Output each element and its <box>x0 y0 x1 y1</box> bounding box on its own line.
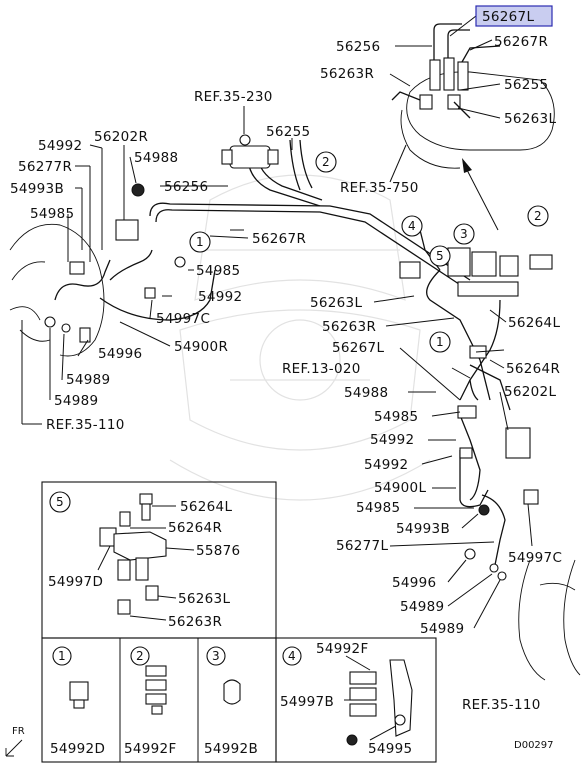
detail5-56264R[interactable]: 56264R <box>168 520 222 536</box>
label-54900R[interactable]: 54900R <box>174 339 228 355</box>
label-56256-mid[interactable]: 56256 <box>164 179 208 195</box>
label-54988-a[interactable]: 54988 <box>134 150 178 166</box>
label-56263R-mid[interactable]: 56263R <box>322 319 376 335</box>
label-54989-d[interactable]: 54989 <box>420 621 464 637</box>
front-indicator: FR <box>5 726 25 757</box>
detail2-callout[interactable]: 2 <box>136 649 144 663</box>
detail4-part-bottom[interactable]: 54995 <box>368 741 412 757</box>
proportioning-valve <box>221 134 279 169</box>
callout-5-main[interactable]: 5 <box>436 249 444 263</box>
callout-2-right[interactable]: 2 <box>534 209 542 223</box>
label-56255-top[interactable]: 56255 <box>504 77 548 93</box>
detail5-54997D[interactable]: 54997D <box>48 574 103 590</box>
label-54996-a[interactable]: 54996 <box>98 346 142 362</box>
label-54985-a[interactable]: 54985 <box>30 206 74 222</box>
detail5-56263L[interactable]: 56263L <box>178 591 230 607</box>
detail1-part[interactable]: 54992D <box>50 741 105 757</box>
label-54988-b[interactable]: 54988 <box>344 385 388 401</box>
label-56263L-top[interactable]: 56263L <box>504 111 556 127</box>
label-54989-b[interactable]: 54989 <box>54 393 98 409</box>
label-54993B-b[interactable]: 54993B <box>396 521 450 537</box>
label-54985-b[interactable]: 54985 <box>196 263 240 279</box>
label-54997C-a[interactable]: 54997C <box>156 311 210 327</box>
callout-3-main[interactable]: 3 <box>460 227 468 241</box>
label-54985-c[interactable]: 54985 <box>374 409 418 425</box>
detail5-55876[interactable]: 55876 <box>196 543 240 559</box>
label-ref-35-110-right[interactable]: REF.35-110 <box>462 697 541 713</box>
callouts-main: 2 1 4 3 5 2 1 <box>189 151 549 353</box>
fr-label: FR <box>12 726 25 737</box>
detail4-callout[interactable]: 4 <box>288 649 296 663</box>
label-56267R-top[interactable]: 56267R <box>494 34 548 50</box>
label-56202R[interactable]: 56202R <box>94 129 148 145</box>
label-54992-b[interactable]: 54992 <box>198 289 242 305</box>
detail3-part[interactable]: 54992B <box>204 741 258 757</box>
detail5-callout[interactable]: 5 <box>56 495 64 509</box>
detail-box-5: 5 56264L 56264R 55876 54997D 56263L 5626… <box>41 481 277 639</box>
label-56277R[interactable]: 56277R <box>18 159 72 175</box>
label-54996-b[interactable]: 54996 <box>392 575 436 591</box>
part-labels: 56267L 56256 56267R 56263R 56255 56263L … <box>10 5 562 751</box>
label-54989-c[interactable]: 54989 <box>400 599 444 615</box>
direction-arrow <box>462 158 499 231</box>
label-56277L[interactable]: 56277L <box>336 538 388 554</box>
label-54997C-b[interactable]: 54997C <box>508 550 562 566</box>
label-ref-35-110-left[interactable]: REF.35-110 <box>46 417 125 433</box>
leader-lines <box>21 15 533 629</box>
detail2-part[interactable]: 54992F <box>124 741 177 757</box>
label-56263R-top[interactable]: 56263R <box>320 66 374 82</box>
diagram-code: D00297 <box>514 740 554 751</box>
label-56255-mid[interactable]: 56255 <box>266 124 310 140</box>
label-56202L[interactable]: 56202L <box>504 384 556 400</box>
detail4-part-top[interactable]: 54992F <box>316 641 369 657</box>
watermark-emblem <box>169 174 431 501</box>
callout-2-main[interactable]: 2 <box>322 155 330 169</box>
detail4-part-left[interactable]: 54997B <box>280 694 334 710</box>
detail5-56264L[interactable]: 56264L <box>180 499 232 515</box>
detail-boxes-bottom: 1 54992D 2 54992F 3 54992B 4 54992F 5499… <box>41 637 437 763</box>
abs-modulator-top <box>391 23 555 169</box>
label-56264L-mid[interactable]: 56264L <box>508 315 560 331</box>
callout-1-right[interactable]: 1 <box>436 335 444 349</box>
label-54992-d[interactable]: 54992 <box>364 457 408 473</box>
detail1-callout[interactable]: 1 <box>58 649 66 663</box>
label-ref-35-750[interactable]: REF.35-750 <box>340 180 419 196</box>
abs-unit-center <box>399 247 553 581</box>
label-54992-a[interactable]: 54992 <box>38 138 82 154</box>
label-54985-d[interactable]: 54985 <box>356 500 400 516</box>
label-56267R-mid[interactable]: 56267R <box>252 231 306 247</box>
label-54993B-a[interactable]: 54993B <box>10 181 64 197</box>
label-ref-13-020[interactable]: REF.13-020 <box>282 361 361 377</box>
callout-4-main[interactable]: 4 <box>408 219 416 233</box>
highlight-box <box>475 5 553 27</box>
brake-lines <box>149 139 511 566</box>
label-56267L-mid[interactable]: 56267L <box>332 340 384 356</box>
label-56263L-mid[interactable]: 56263L <box>310 295 362 311</box>
label-54900L[interactable]: 54900L <box>374 480 426 496</box>
label-54992-c[interactable]: 54992 <box>370 432 414 448</box>
label-54989-a[interactable]: 54989 <box>66 372 110 388</box>
callout-1-main[interactable]: 1 <box>196 235 204 249</box>
left-brake-assembly <box>9 183 216 357</box>
label-ref-35-230[interactable]: REF.35-230 <box>194 89 273 105</box>
right-brake-rotor <box>518 559 581 681</box>
label-56264R-mid[interactable]: 56264R <box>506 361 560 377</box>
label-56256-top[interactable]: 56256 <box>336 39 380 55</box>
detail5-56263R[interactable]: 56263R <box>168 614 222 630</box>
detail3-callout[interactable]: 3 <box>212 649 220 663</box>
label-56267L[interactable]: 56267L <box>482 9 534 25</box>
